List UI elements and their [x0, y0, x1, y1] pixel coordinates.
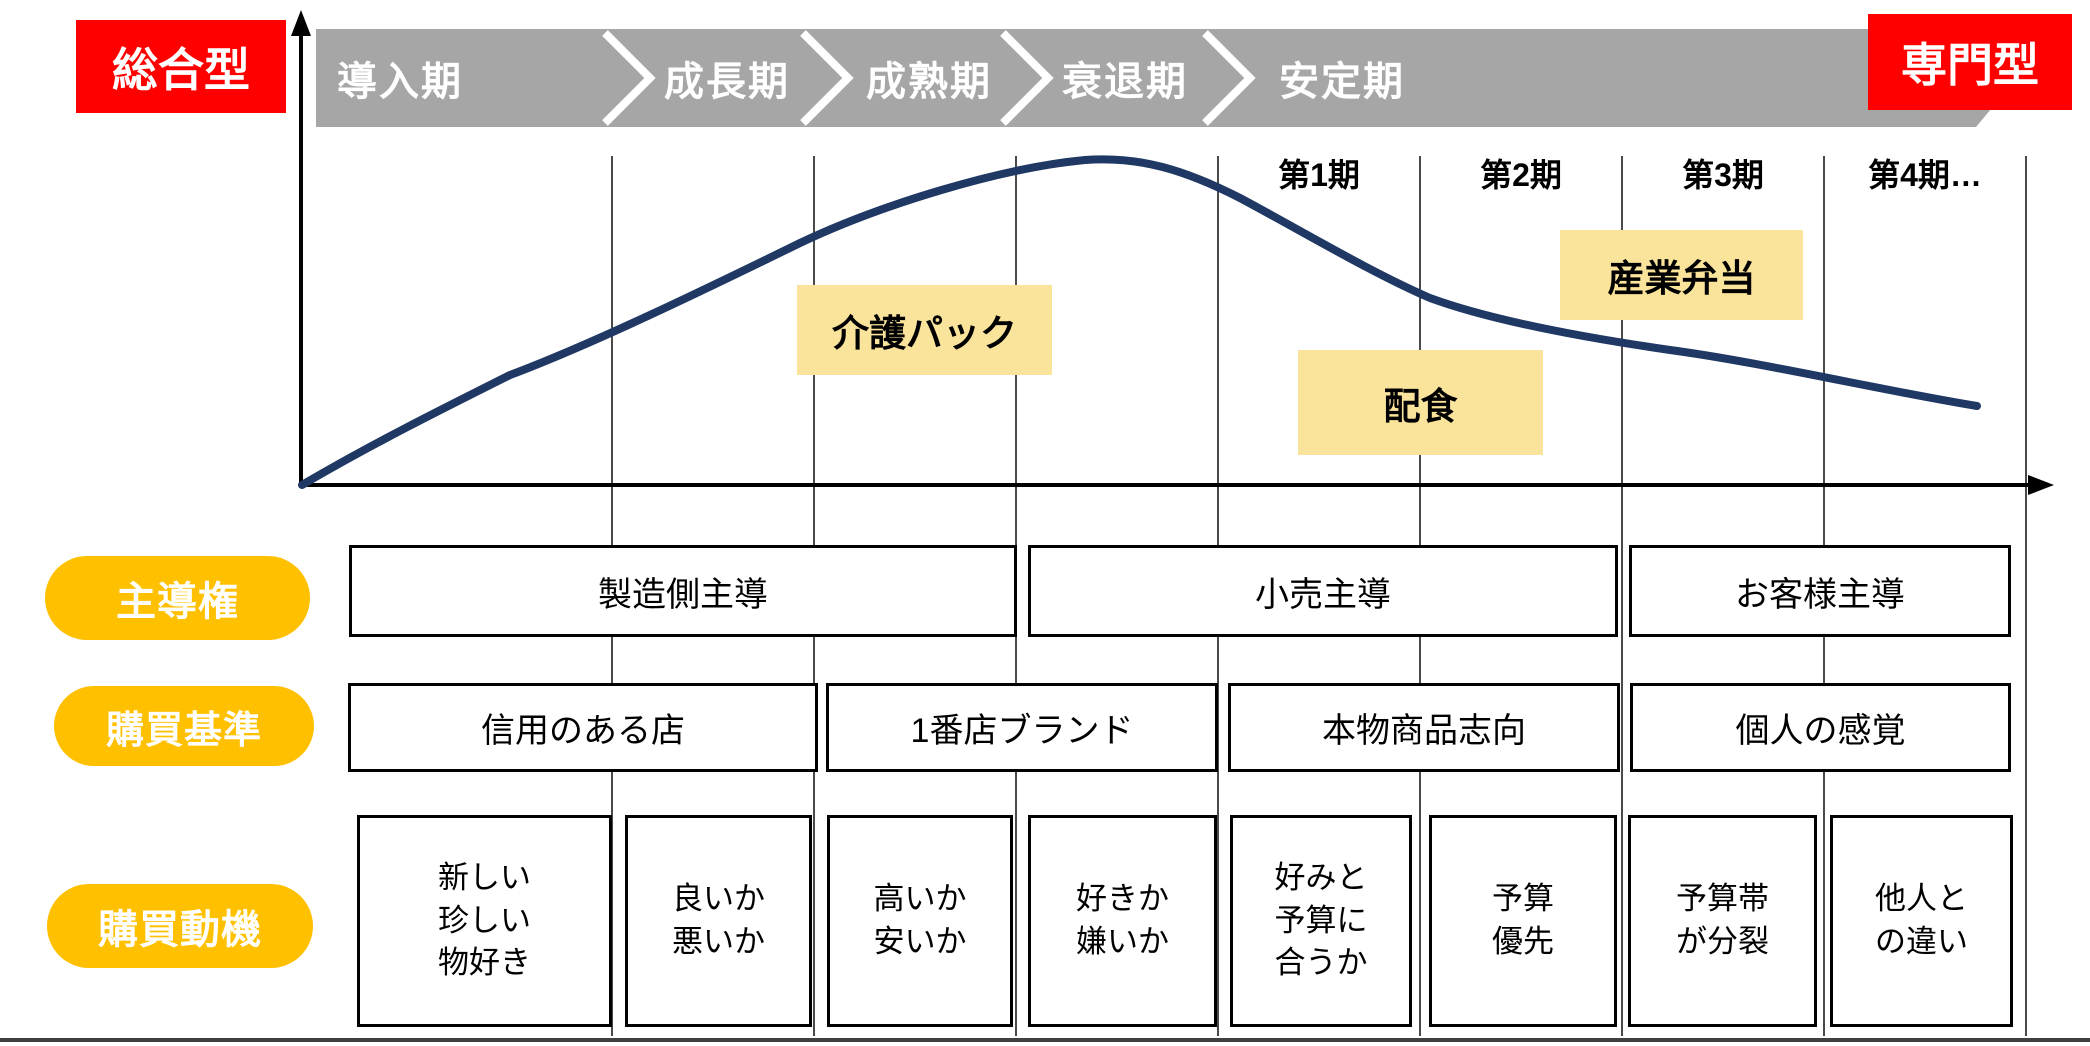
motive-cell-expensive-cheap: 高いか 安いか	[827, 815, 1013, 1027]
row-label-purchase-criteria: 購買基準	[54, 686, 314, 766]
criteria-cell-no1-brand: 1番店ブランド	[826, 683, 1218, 772]
motive-cell-novelty: 新しい 珍しい 物好き	[357, 815, 612, 1027]
phase-label-growth: 成長期	[664, 60, 790, 104]
criteria-cell-personal-sense: 個人の感覚	[1630, 683, 2011, 772]
phase-label-maturity: 成熟期	[866, 60, 992, 104]
general-type-tag: 総合型	[76, 20, 286, 113]
motive-cell-budget-first: 予算 優先	[1429, 815, 1617, 1027]
specialized-type-tag: 専門型	[1868, 14, 2072, 110]
motive-cell-budget-split: 予算帯 が分裂	[1628, 815, 1817, 1027]
phase-banner-shape	[316, 29, 2058, 127]
row-label-initiative: 主導権	[45, 556, 310, 640]
motive-cell-taste-budget: 好みと 予算に 合うか	[1230, 815, 1412, 1027]
lifecycle-curve	[298, 155, 1981, 489]
product-tag-meal-delivery: 配食	[1298, 350, 1543, 455]
motive-cell-good-bad: 良いか 悪いか	[625, 815, 812, 1027]
product-tag-care-pack: 介護パック	[797, 285, 1052, 375]
bottom-divider	[0, 1038, 2090, 1042]
axes	[299, 20, 2034, 487]
phase-label-decline: 衰退期	[1062, 60, 1188, 104]
motive-cell-differ-from-others: 他人と の違い	[1830, 815, 2013, 1027]
product-tag-industrial-bento: 産業弁当	[1560, 230, 1803, 320]
period-label-1: 第1期	[1278, 157, 1360, 193]
initiative-cell-retail: 小売主導	[1028, 545, 1618, 637]
phase-label-stable: 安定期	[1279, 60, 1405, 104]
period-label-2: 第2期	[1480, 157, 1562, 193]
initiative-cell-manufacturer: 製造側主導	[349, 545, 1017, 637]
criteria-cell-trusted-store: 信用のある店	[348, 683, 818, 772]
motive-cell-like-dislike: 好きか 嫌いか	[1028, 815, 1217, 1027]
criteria-cell-authentic: 本物商品志向	[1228, 683, 1620, 772]
x-axis-arrowhead-icon	[2028, 475, 2054, 495]
period-label-3: 第3期	[1682, 157, 1764, 193]
period-label-4: 第4期…	[1868, 157, 1982, 193]
row-label-purchase-motivation: 購買動機	[47, 884, 313, 968]
phase-label-introduction: 導入期	[337, 60, 463, 104]
y-axis-arrowhead-icon	[291, 10, 311, 36]
initiative-cell-customer: お客様主導	[1629, 545, 2011, 637]
chevron-separator-icons	[602, 30, 1256, 126]
